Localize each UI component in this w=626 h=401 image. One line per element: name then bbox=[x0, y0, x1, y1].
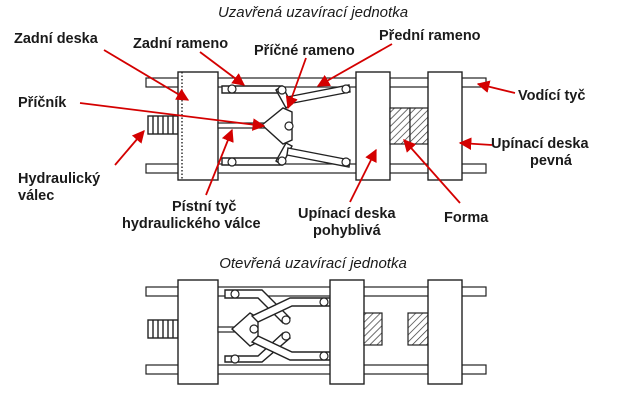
fixed-platen bbox=[427, 71, 463, 181]
open-mold-half-fixed bbox=[407, 312, 429, 346]
open-tie-bar-bottom bbox=[145, 364, 487, 375]
open-rear-plate bbox=[177, 279, 219, 385]
open-unit-title: Otevřená uzavírací jednotka bbox=[219, 255, 407, 272]
label-rear-arm: Zadní rameno bbox=[133, 36, 228, 52]
tie-bar-bottom bbox=[145, 163, 487, 174]
open-mold-half-moving bbox=[363, 312, 383, 346]
label-piston-rod-2: hydraulického válce bbox=[122, 216, 261, 232]
open-toggle-links bbox=[224, 289, 331, 364]
label-crosshead: Příčník bbox=[18, 95, 67, 111]
label-rear-plate: Zadní deska bbox=[14, 31, 99, 47]
label-hydraulic-cylinder-1: Hydraulický bbox=[18, 171, 100, 187]
label-fixed-platen-1: Upínací deska bbox=[491, 136, 589, 152]
open-tie-bar-top bbox=[145, 286, 487, 297]
moving-platen bbox=[355, 71, 391, 181]
open-fixed-platen bbox=[427, 279, 463, 385]
label-moving-platen-2: pohyblivá bbox=[313, 223, 382, 239]
closed-unit-title: Uzavřená uzavírací jednotka bbox=[218, 4, 408, 21]
label-piston-rod-1: Pístní tyč bbox=[172, 199, 236, 215]
label-fixed-platen-2: pevná bbox=[530, 153, 573, 169]
hydraulic-cylinder bbox=[147, 115, 179, 135]
mold bbox=[389, 107, 429, 145]
label-hydraulic-cylinder-2: válec bbox=[18, 188, 54, 204]
part-labels: Zadní deska Zadní rameno Příčné rameno P… bbox=[14, 28, 589, 239]
open-moving-platen bbox=[329, 279, 365, 385]
label-guide-rod: Vodící tyč bbox=[518, 88, 585, 104]
annotation-arrows bbox=[79, 43, 516, 204]
closed-clamping-unit bbox=[145, 71, 487, 181]
label-front-arm: Přední rameno bbox=[379, 28, 481, 44]
open-clamping-unit bbox=[145, 279, 487, 385]
label-moving-platen-1: Upínací deska bbox=[298, 206, 396, 222]
open-hydraulic-cylinder bbox=[147, 319, 179, 339]
rear-plate bbox=[177, 71, 219, 181]
label-mold: Forma bbox=[444, 210, 489, 226]
label-cross-arm: Příčné rameno bbox=[254, 43, 355, 59]
